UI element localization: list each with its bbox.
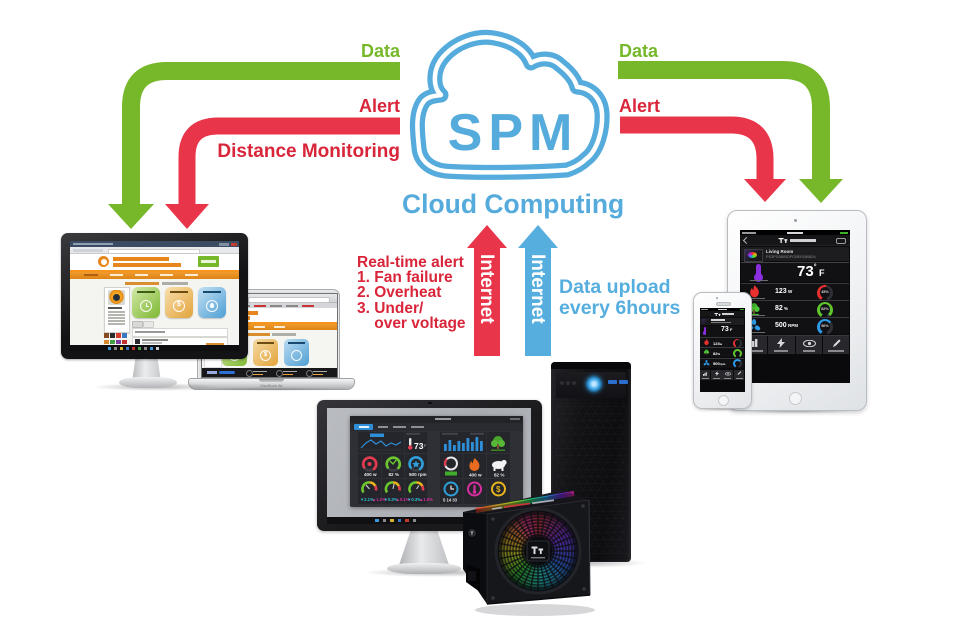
svg-text:▼0.2%: ▼0.2% bbox=[384, 497, 398, 502]
svg-text:F: F bbox=[424, 443, 427, 448]
svg-text:82 %: 82 % bbox=[389, 472, 399, 477]
svg-text:▲0.1%: ▲0.1% bbox=[396, 497, 410, 502]
svg-text:SPM: SPM bbox=[448, 104, 579, 162]
svg-text:5 14 33: 5 14 33 bbox=[443, 498, 458, 503]
svg-text:400 w: 400 w bbox=[469, 473, 482, 478]
svg-text:▲1.5%: ▲1.5% bbox=[419, 497, 433, 502]
svg-text:▲1.2%: ▲1.2% bbox=[372, 497, 386, 502]
svg-text:▼2.1%: ▼2.1% bbox=[360, 497, 374, 502]
svg-text:400 w: 400 w bbox=[364, 472, 377, 477]
svg-text:Internet: Internet bbox=[527, 254, 548, 324]
svg-text:82 %: 82 % bbox=[494, 473, 504, 478]
svg-text:500 rpm: 500 rpm bbox=[409, 472, 427, 477]
svg-text:73: 73 bbox=[414, 441, 424, 451]
svg-text:▼0.3%: ▼0.3% bbox=[407, 497, 421, 502]
svg-text:Internet: Internet bbox=[476, 254, 497, 324]
svg-text:$: $ bbox=[496, 485, 501, 494]
